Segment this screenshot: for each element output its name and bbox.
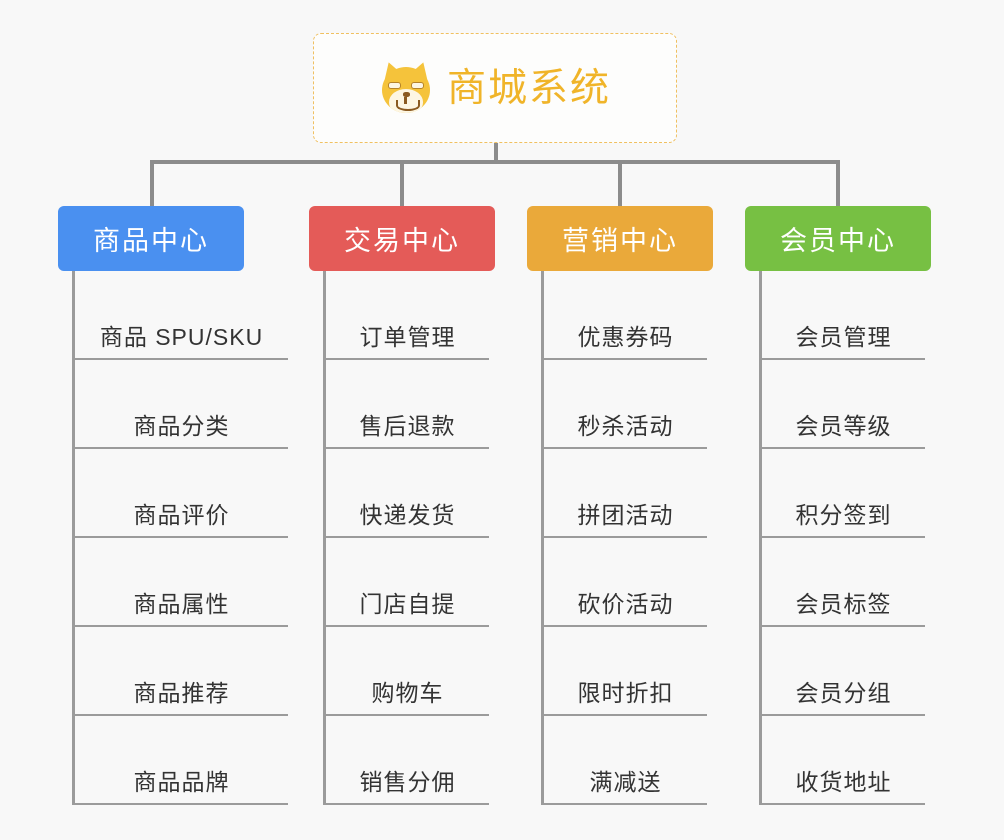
leaf-label: 优惠券码 <box>577 323 674 350</box>
leaf-item[interactable]: 商品分类 <box>75 360 288 449</box>
branch-column-member: 会员中心 会员管理 会员等级 积分签到 会员标签 会员分组 收货地址 <box>745 206 931 805</box>
leaf-list-trade: 订单管理 售后退款 快递发货 门店自提 购物车 销售分佣 <box>323 271 489 805</box>
leaf-item[interactable]: 商品评价 <box>75 449 288 538</box>
leaf-label: 会员管理 <box>795 323 892 350</box>
leaf-label: 销售分佣 <box>359 768 456 795</box>
leaf-item[interactable]: 商品属性 <box>75 538 288 627</box>
leaf-list-member: 会员管理 会员等级 积分签到 会员标签 会员分组 收货地址 <box>759 271 925 805</box>
leaf-label: 商品分类 <box>133 412 230 439</box>
leaf-item[interactable]: 限时折扣 <box>544 627 707 716</box>
leaf-item[interactable]: 会员分组 <box>762 627 925 716</box>
leaf-label: 会员等级 <box>795 412 892 439</box>
leaf-item[interactable]: 秒杀活动 <box>544 360 707 449</box>
leaf-item[interactable]: 优惠券码 <box>544 271 707 360</box>
leaf-label: 购物车 <box>371 679 444 706</box>
leaf-label: 砍价活动 <box>577 590 674 617</box>
leaf-item[interactable]: 满减送 <box>544 716 707 805</box>
connector-root-stem <box>494 143 498 163</box>
leaf-item[interactable]: 商品 SPU/SKU <box>75 271 288 360</box>
leaf-label: 门店自提 <box>359 590 456 617</box>
leaf-item[interactable]: 会员等级 <box>762 360 925 449</box>
leaf-item[interactable]: 收货地址 <box>762 716 925 805</box>
leaf-item[interactable]: 门店自提 <box>326 538 489 627</box>
leaf-item[interactable]: 商品推荐 <box>75 627 288 716</box>
leaf-label: 商品评价 <box>133 501 230 528</box>
leaf-label: 快递发货 <box>359 501 456 528</box>
leaf-item[interactable]: 拼团活动 <box>544 449 707 538</box>
root-node-shop-system[interactable]: 商城系统 <box>313 33 677 143</box>
root-node-title: 商城系统 <box>446 66 611 110</box>
leaf-item[interactable]: 售后退款 <box>326 360 489 449</box>
leaf-label: 满减送 <box>589 768 662 795</box>
leaf-list-product: 商品 SPU/SKU 商品分类 商品评价 商品属性 商品推荐 商品品牌 <box>72 271 288 805</box>
leaf-item[interactable]: 购物车 <box>326 627 489 716</box>
leaf-label: 商品推荐 <box>133 679 230 706</box>
connector-horizontal-bus <box>150 160 840 164</box>
leaf-label: 商品品牌 <box>133 768 230 795</box>
connector-drop-3 <box>618 160 622 208</box>
leaf-item[interactable]: 会员标签 <box>762 538 925 627</box>
leaf-item[interactable]: 商品品牌 <box>75 716 288 805</box>
branch-column-marketing: 营销中心 优惠券码 秒杀活动 拼团活动 砍价活动 限时折扣 满减送 <box>527 206 713 805</box>
leaf-item[interactable]: 会员管理 <box>762 271 925 360</box>
leaf-label: 订单管理 <box>359 323 456 350</box>
leaf-label: 会员标签 <box>795 590 892 617</box>
connector-drop-4 <box>836 160 840 208</box>
leaf-label: 商品属性 <box>133 590 230 617</box>
leaf-item[interactable]: 销售分佣 <box>326 716 489 805</box>
leaf-list-marketing: 优惠券码 秒杀活动 拼团活动 砍价活动 限时折扣 满减送 <box>541 271 707 805</box>
leaf-label: 商品 SPU/SKU <box>99 323 264 350</box>
leaf-item[interactable]: 订单管理 <box>326 271 489 360</box>
leaf-label: 收货地址 <box>795 768 892 795</box>
leaf-item[interactable]: 快递发货 <box>326 449 489 538</box>
leaf-label: 拼团活动 <box>577 501 674 528</box>
category-node-product[interactable]: 商品中心 <box>58 206 244 271</box>
connector-drop-1 <box>150 160 154 208</box>
leaf-item[interactable]: 砍价活动 <box>544 538 707 627</box>
leaf-label: 秒杀活动 <box>577 412 674 439</box>
leaf-label: 会员分组 <box>795 679 892 706</box>
leaf-label: 积分签到 <box>795 501 892 528</box>
shiba-inu-face-icon <box>379 59 433 115</box>
leaf-item[interactable]: 积分签到 <box>762 449 925 538</box>
category-node-marketing[interactable]: 营销中心 <box>527 206 713 271</box>
connector-drop-2 <box>400 160 404 208</box>
branch-column-trade: 交易中心 订单管理 售后退款 快递发货 门店自提 购物车 销售分佣 <box>309 206 495 805</box>
branch-spine <box>759 271 762 805</box>
branch-spine <box>72 271 75 805</box>
branch-spine <box>541 271 544 805</box>
leaf-label: 售后退款 <box>359 412 456 439</box>
category-node-trade[interactable]: 交易中心 <box>309 206 495 271</box>
branch-spine <box>323 271 326 805</box>
branch-column-product: 商品中心 商品 SPU/SKU 商品分类 商品评价 商品属性 商品推荐 商品品牌 <box>58 206 288 805</box>
leaf-label: 限时折扣 <box>577 679 674 706</box>
category-node-member[interactable]: 会员中心 <box>745 206 931 271</box>
